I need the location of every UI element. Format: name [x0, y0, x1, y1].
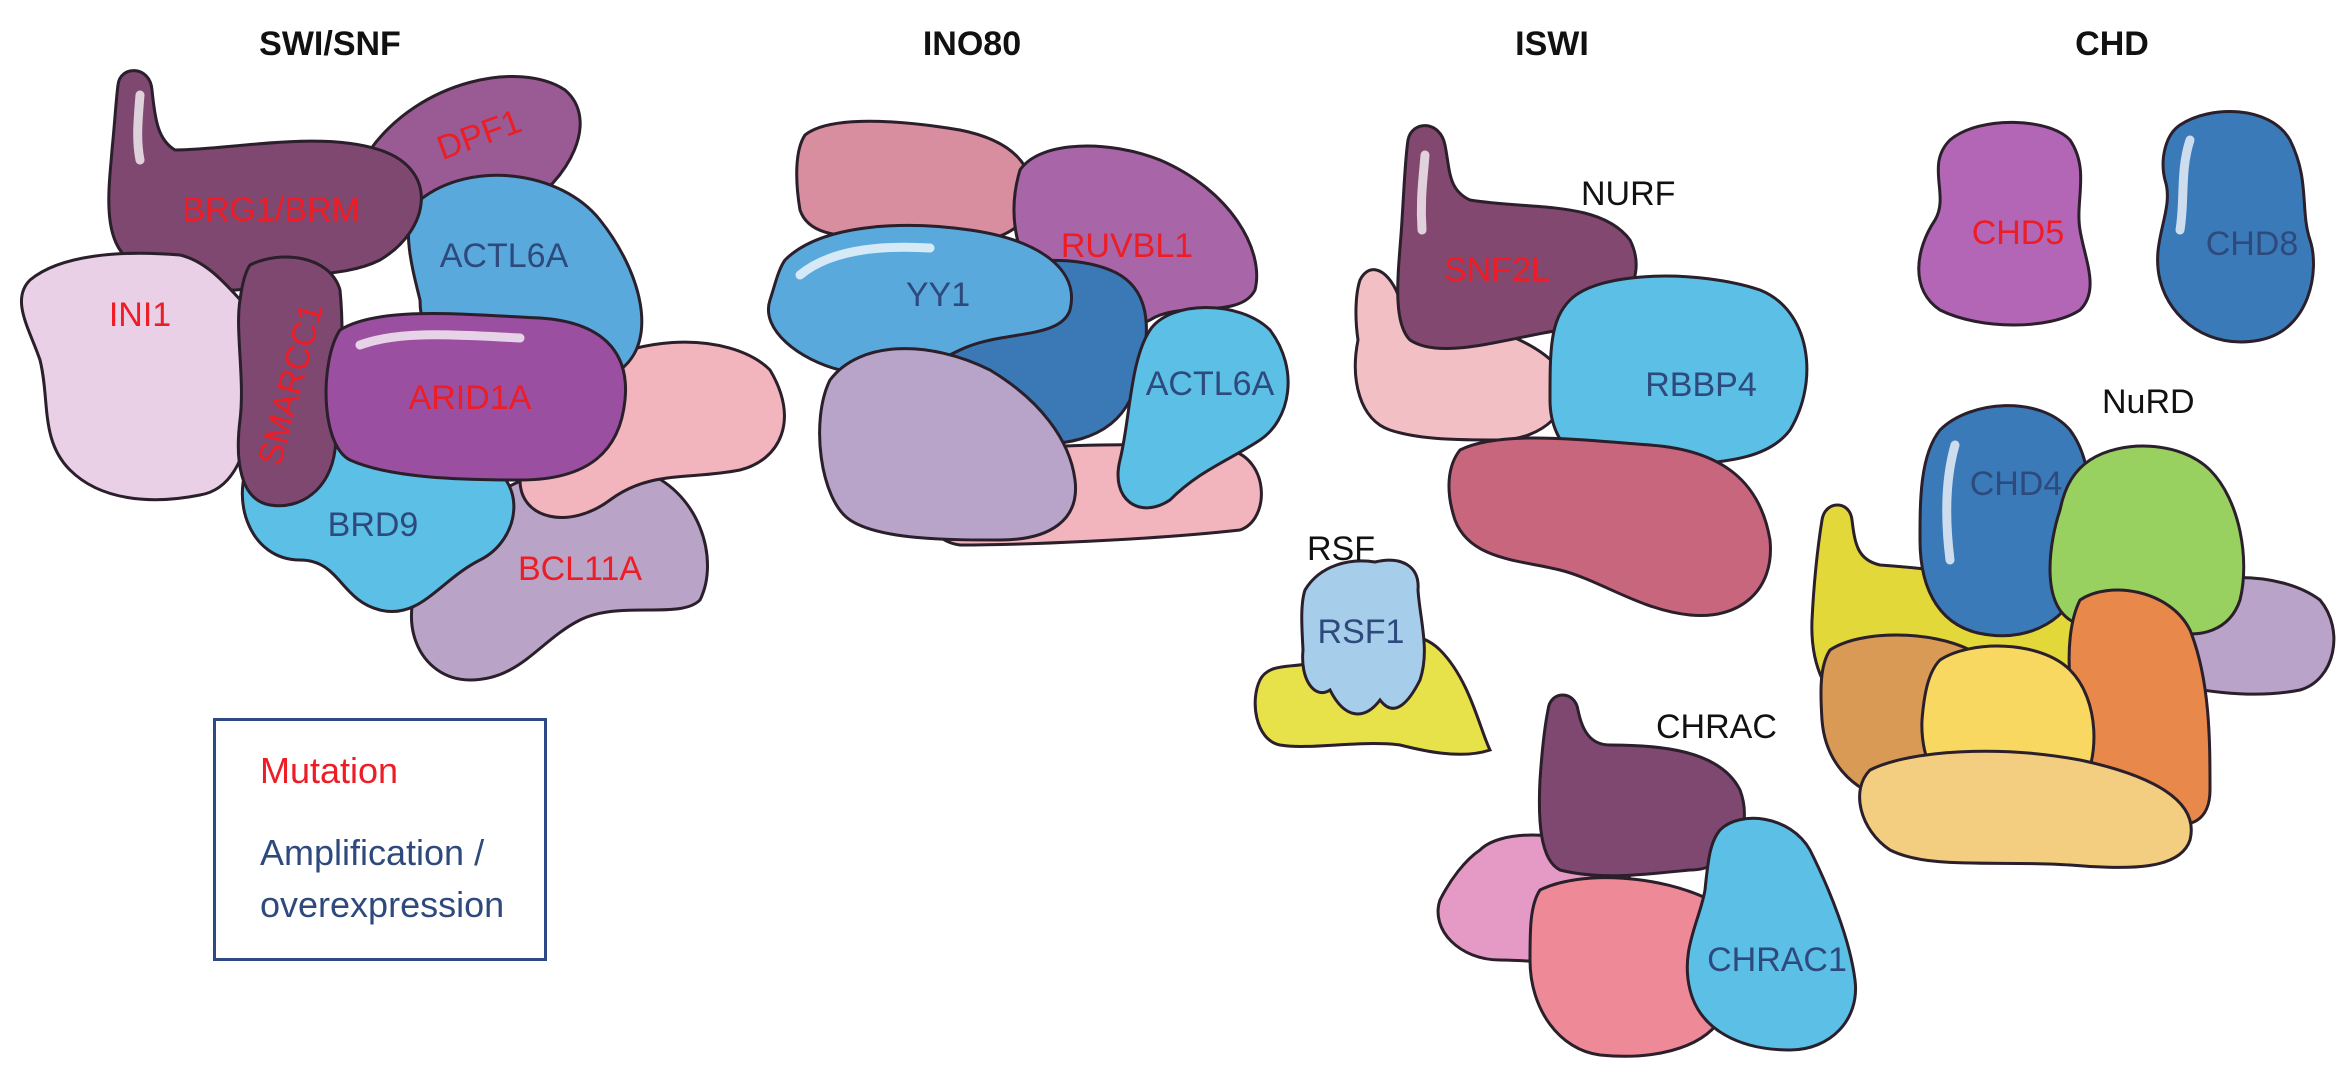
header-swi-snf: SWI/SNF: [259, 25, 401, 63]
rbbp4-shape: [1548, 274, 1809, 474]
rsf1-label: RSF1: [1318, 613, 1405, 651]
arid1a-label: ARID1A: [409, 379, 532, 417]
ruvbl1-label: RUVBL1: [1061, 227, 1193, 265]
chrac-complex: CHRAC CHRAC1: [1436, 693, 1858, 1058]
chrac-subcomplex-label: CHRAC: [1656, 708, 1777, 746]
header-ino80: INO80: [923, 25, 1021, 63]
chrac1-label: CHRAC1: [1707, 941, 1847, 979]
chrac-salmon-shape: [1528, 876, 1739, 1058]
rsf-complex: RSF RSF1: [1253, 530, 1493, 756]
actl6a-ino-label: ACTL6A: [1146, 365, 1275, 403]
header-chd: CHD: [2075, 25, 2149, 63]
rsf-subcomplex-label: RSF: [1307, 530, 1375, 568]
ini1-label: INI1: [109, 296, 171, 334]
ino80-complex: YY1 RUVBL1 ACTL6A: [767, 119, 1290, 547]
actl6a-ino-shape: [1116, 306, 1290, 510]
yy1-shape: [767, 223, 1073, 376]
rbbp4-label: RBBP4: [1645, 366, 1757, 404]
nurf-rose-shape: [1447, 436, 1772, 618]
actl6a-swi-label: ACTL6A: [440, 237, 569, 275]
iswi-nurf-complex: NURF SNF2L RBBP4: [1353, 124, 1809, 618]
nurd-cream-shape: [1858, 749, 2193, 869]
legend-amplification-line1: Amplification /: [260, 832, 485, 873]
header-iswi: ISWI: [1515, 25, 1589, 63]
arid1a-shape: [324, 311, 628, 482]
bcl11a-label: BCL11A: [518, 550, 642, 588]
yy1-label: YY1: [906, 276, 970, 314]
ini1-shape: [19, 251, 253, 502]
chd8-label: CHD8: [2206, 225, 2299, 263]
smarcc1-shape: [236, 255, 344, 508]
nurd-subcomplex-label: NuRD: [2102, 383, 2195, 421]
chd-complex: CHD5 CHD8: [1917, 110, 2315, 344]
brg1-brm-shape: [107, 69, 423, 292]
chd5-shape: [1917, 120, 2092, 327]
chd8-shape: [2156, 110, 2315, 344]
rsf1-shape: [1300, 558, 1426, 716]
chd5-label: CHD5: [1972, 214, 2065, 252]
snf2l-label: SNF2L: [1444, 251, 1550, 289]
legend-mutation: Mutation: [260, 750, 399, 791]
nurf-subcomplex-label: NURF: [1581, 175, 1675, 213]
swi-snf-complex: BRG1/BRM DPF1 ACTL6A INI1 SMARCC1 ARID1A…: [19, 69, 786, 682]
chd4-shape: [1918, 404, 2092, 638]
nurd-complex: NuRD CHD4: [1810, 383, 2336, 869]
ino80-lavender-shape: [818, 347, 1078, 542]
brg1-brm-label: BRG1/BRM: [182, 191, 360, 229]
brd9-label: BRD9: [328, 506, 419, 544]
chrac1-shape: [1685, 816, 1858, 1052]
legend: Mutation Amplification / overexpression: [213, 718, 547, 961]
chd4-label: CHD4: [1970, 465, 2063, 503]
legend-amplification-line2: overexpression: [260, 884, 505, 925]
